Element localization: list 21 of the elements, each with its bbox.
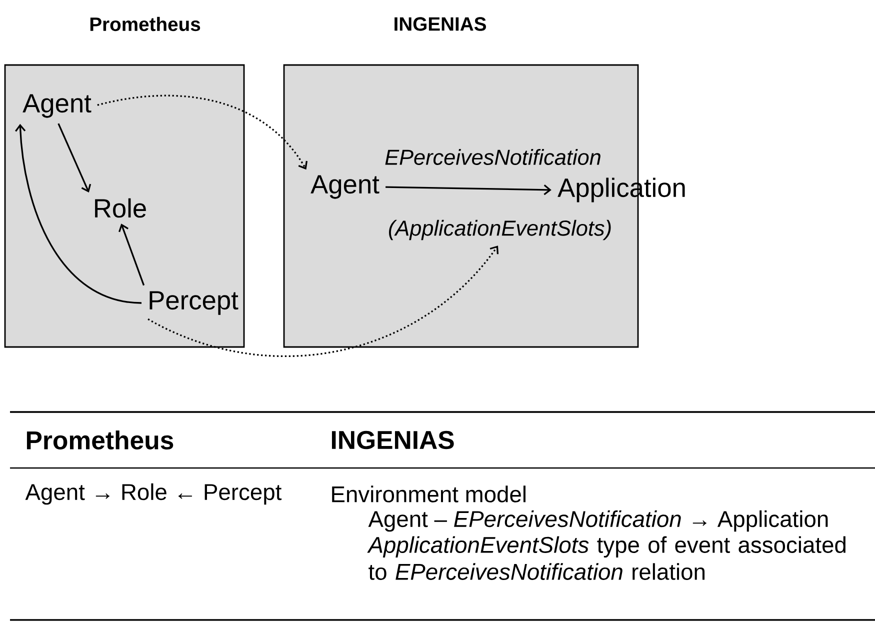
node-label: Agent: [310, 175, 380, 199]
node-label: Role: [95, 198, 146, 218]
node-label: Agent: [22, 94, 92, 118]
table-header: INGENIAS: [332, 430, 454, 450]
arrow: [118, 224, 145, 286]
arrow: [15, 124, 142, 304]
panel-heading: Prometheus: [90, 16, 200, 32]
edge-label: EPerceivesNotification: [385, 149, 600, 165]
table-cell: ApplicationEventSlots type of event associated to EPerceivesNotification relation: [367, 536, 846, 580]
arrow: [148, 246, 499, 357]
node-label: (ApplicationEventSlots): [388, 220, 611, 240]
node-label: Percept: [150, 291, 238, 315]
arrow: [386, 184, 552, 196]
table-cell: Environment model: [332, 486, 526, 502]
table-cell: Agent → Role ← Percept: [25, 483, 282, 505]
table-cell: Agent – EPerceivesNotification → Application: [368, 510, 828, 532]
panel-heading: INGENIAS: [394, 17, 486, 31]
arrow: [97, 94, 308, 170]
panel-box: [4, 64, 245, 348]
arrow: [58, 123, 92, 193]
table-header: Prometheus: [26, 430, 174, 450]
